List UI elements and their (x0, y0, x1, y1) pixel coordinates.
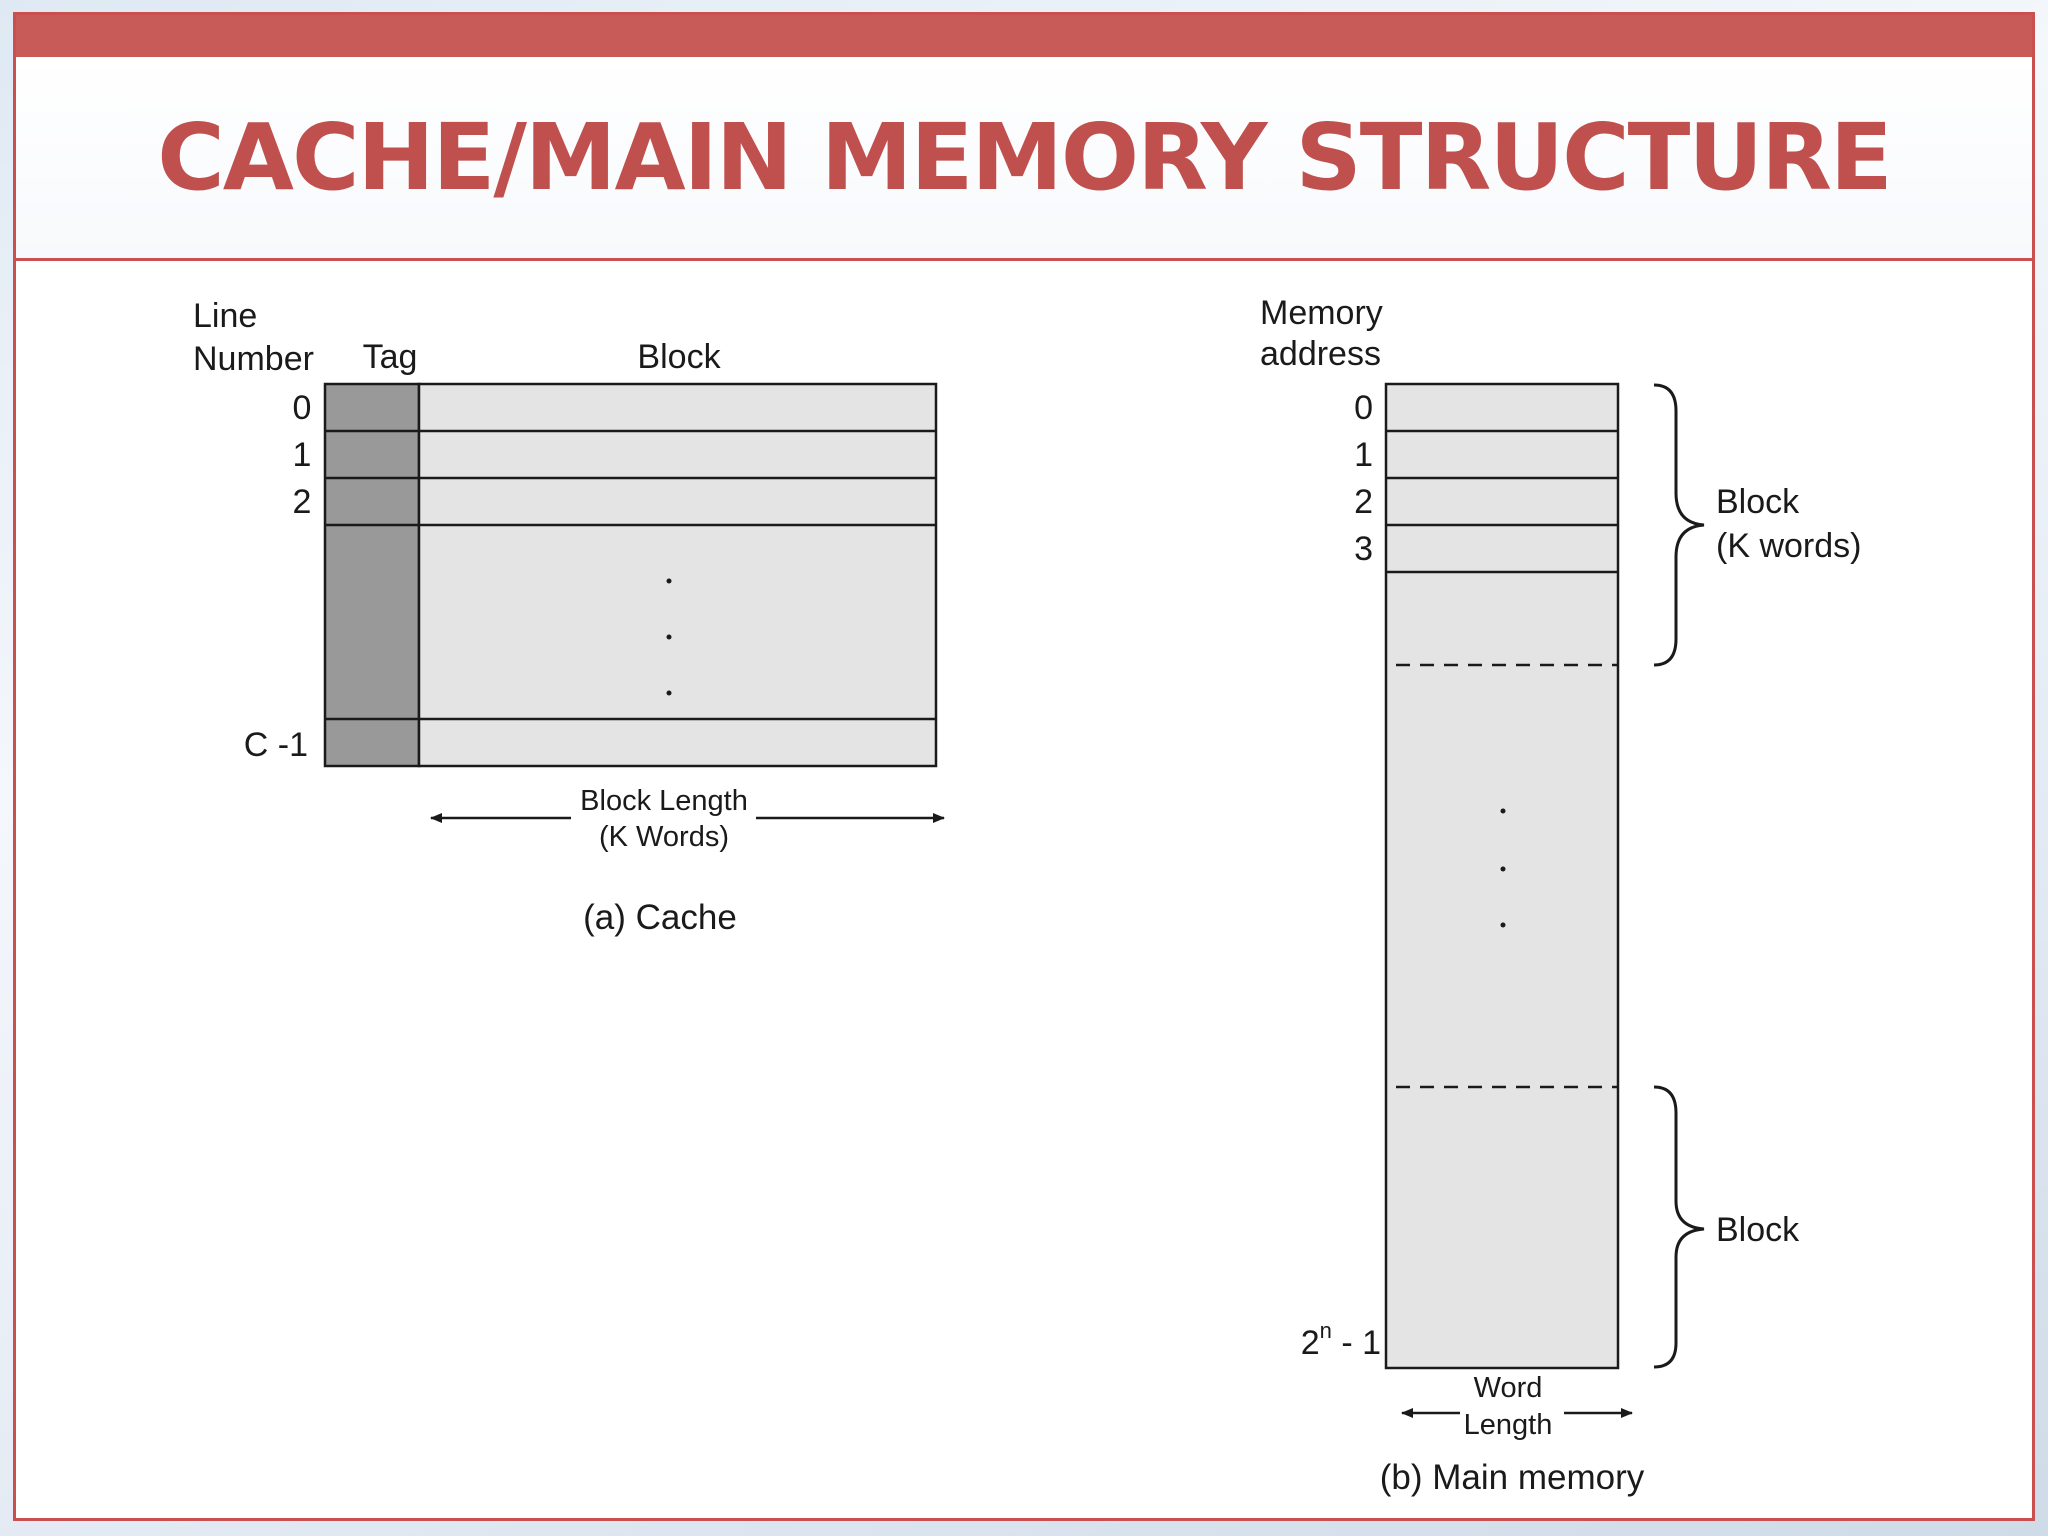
title-area: CACHE/MAIN MEMORY STRUCTURE (16, 57, 2032, 261)
ellipsis-dot (666, 690, 672, 696)
brace-label-top-1: Block (1716, 483, 1800, 521)
ellipsis-dot (1500, 808, 1506, 814)
cache-line-label: 0 (293, 389, 312, 427)
cache-last-line-label: C -1 (244, 726, 308, 764)
cache-line-label: 2 (293, 483, 312, 521)
cache-block-column (417, 382, 938, 768)
memory-header-1: Memory (1260, 294, 1383, 332)
cache-caption: (a) Cache (583, 898, 737, 937)
slide: CACHE/MAIN MEMORY STRUCTURE Line Number … (13, 12, 2035, 1521)
ellipsis-dot (666, 578, 672, 584)
cache-tag-column (323, 382, 421, 768)
memory-address-label: 0 (1354, 389, 1373, 427)
memory-address-label: 2 (1354, 483, 1373, 521)
slide-title: CACHE/MAIN MEMORY STRUCTURE (157, 104, 1893, 211)
brace-label-bottom: Block (1716, 1211, 1800, 1249)
word-length-label-2: Length (1464, 1409, 1553, 1441)
main-memory-diagram: Memory address 0 1 2 3 2n - 1 Block (K w (1260, 294, 1861, 1497)
block-length-label-2: (K Words) (599, 821, 729, 853)
block-length-label-1: Block Length (580, 785, 748, 817)
cache-block-header: Block (637, 338, 721, 376)
memory-structure-diagram: Line Number Tag Block 0 1 2 C -1 (193, 294, 1861, 1497)
memory-address-label: 3 (1354, 530, 1373, 568)
block-brace-top (1653, 383, 1705, 667)
memory-header-2: address (1260, 335, 1381, 373)
memory-address-label: 1 (1354, 436, 1373, 474)
cache-line-header-1: Line (193, 297, 257, 335)
cache-line-label: 1 (293, 436, 312, 474)
cache-tag-header: Tag (363, 338, 418, 376)
word-length-label-1: Word (1474, 1372, 1543, 1404)
memory-caption: (b) Main memory (1380, 1458, 1645, 1497)
ellipsis-dot (1500, 866, 1506, 872)
cache-line-header-2: Number (193, 340, 314, 378)
ellipsis-dot (1500, 922, 1506, 928)
title-top-bar (16, 15, 2032, 57)
memory-column (1384, 382, 1620, 1370)
block-brace-bottom (1653, 1085, 1705, 1369)
memory-last-address-label: 2n - 1 (1301, 1318, 1381, 1362)
ellipsis-dot (666, 634, 672, 640)
brace-label-top-2: (K words) (1716, 527, 1861, 565)
cache-diagram: Line Number Tag Block 0 1 2 C -1 (193, 297, 945, 937)
